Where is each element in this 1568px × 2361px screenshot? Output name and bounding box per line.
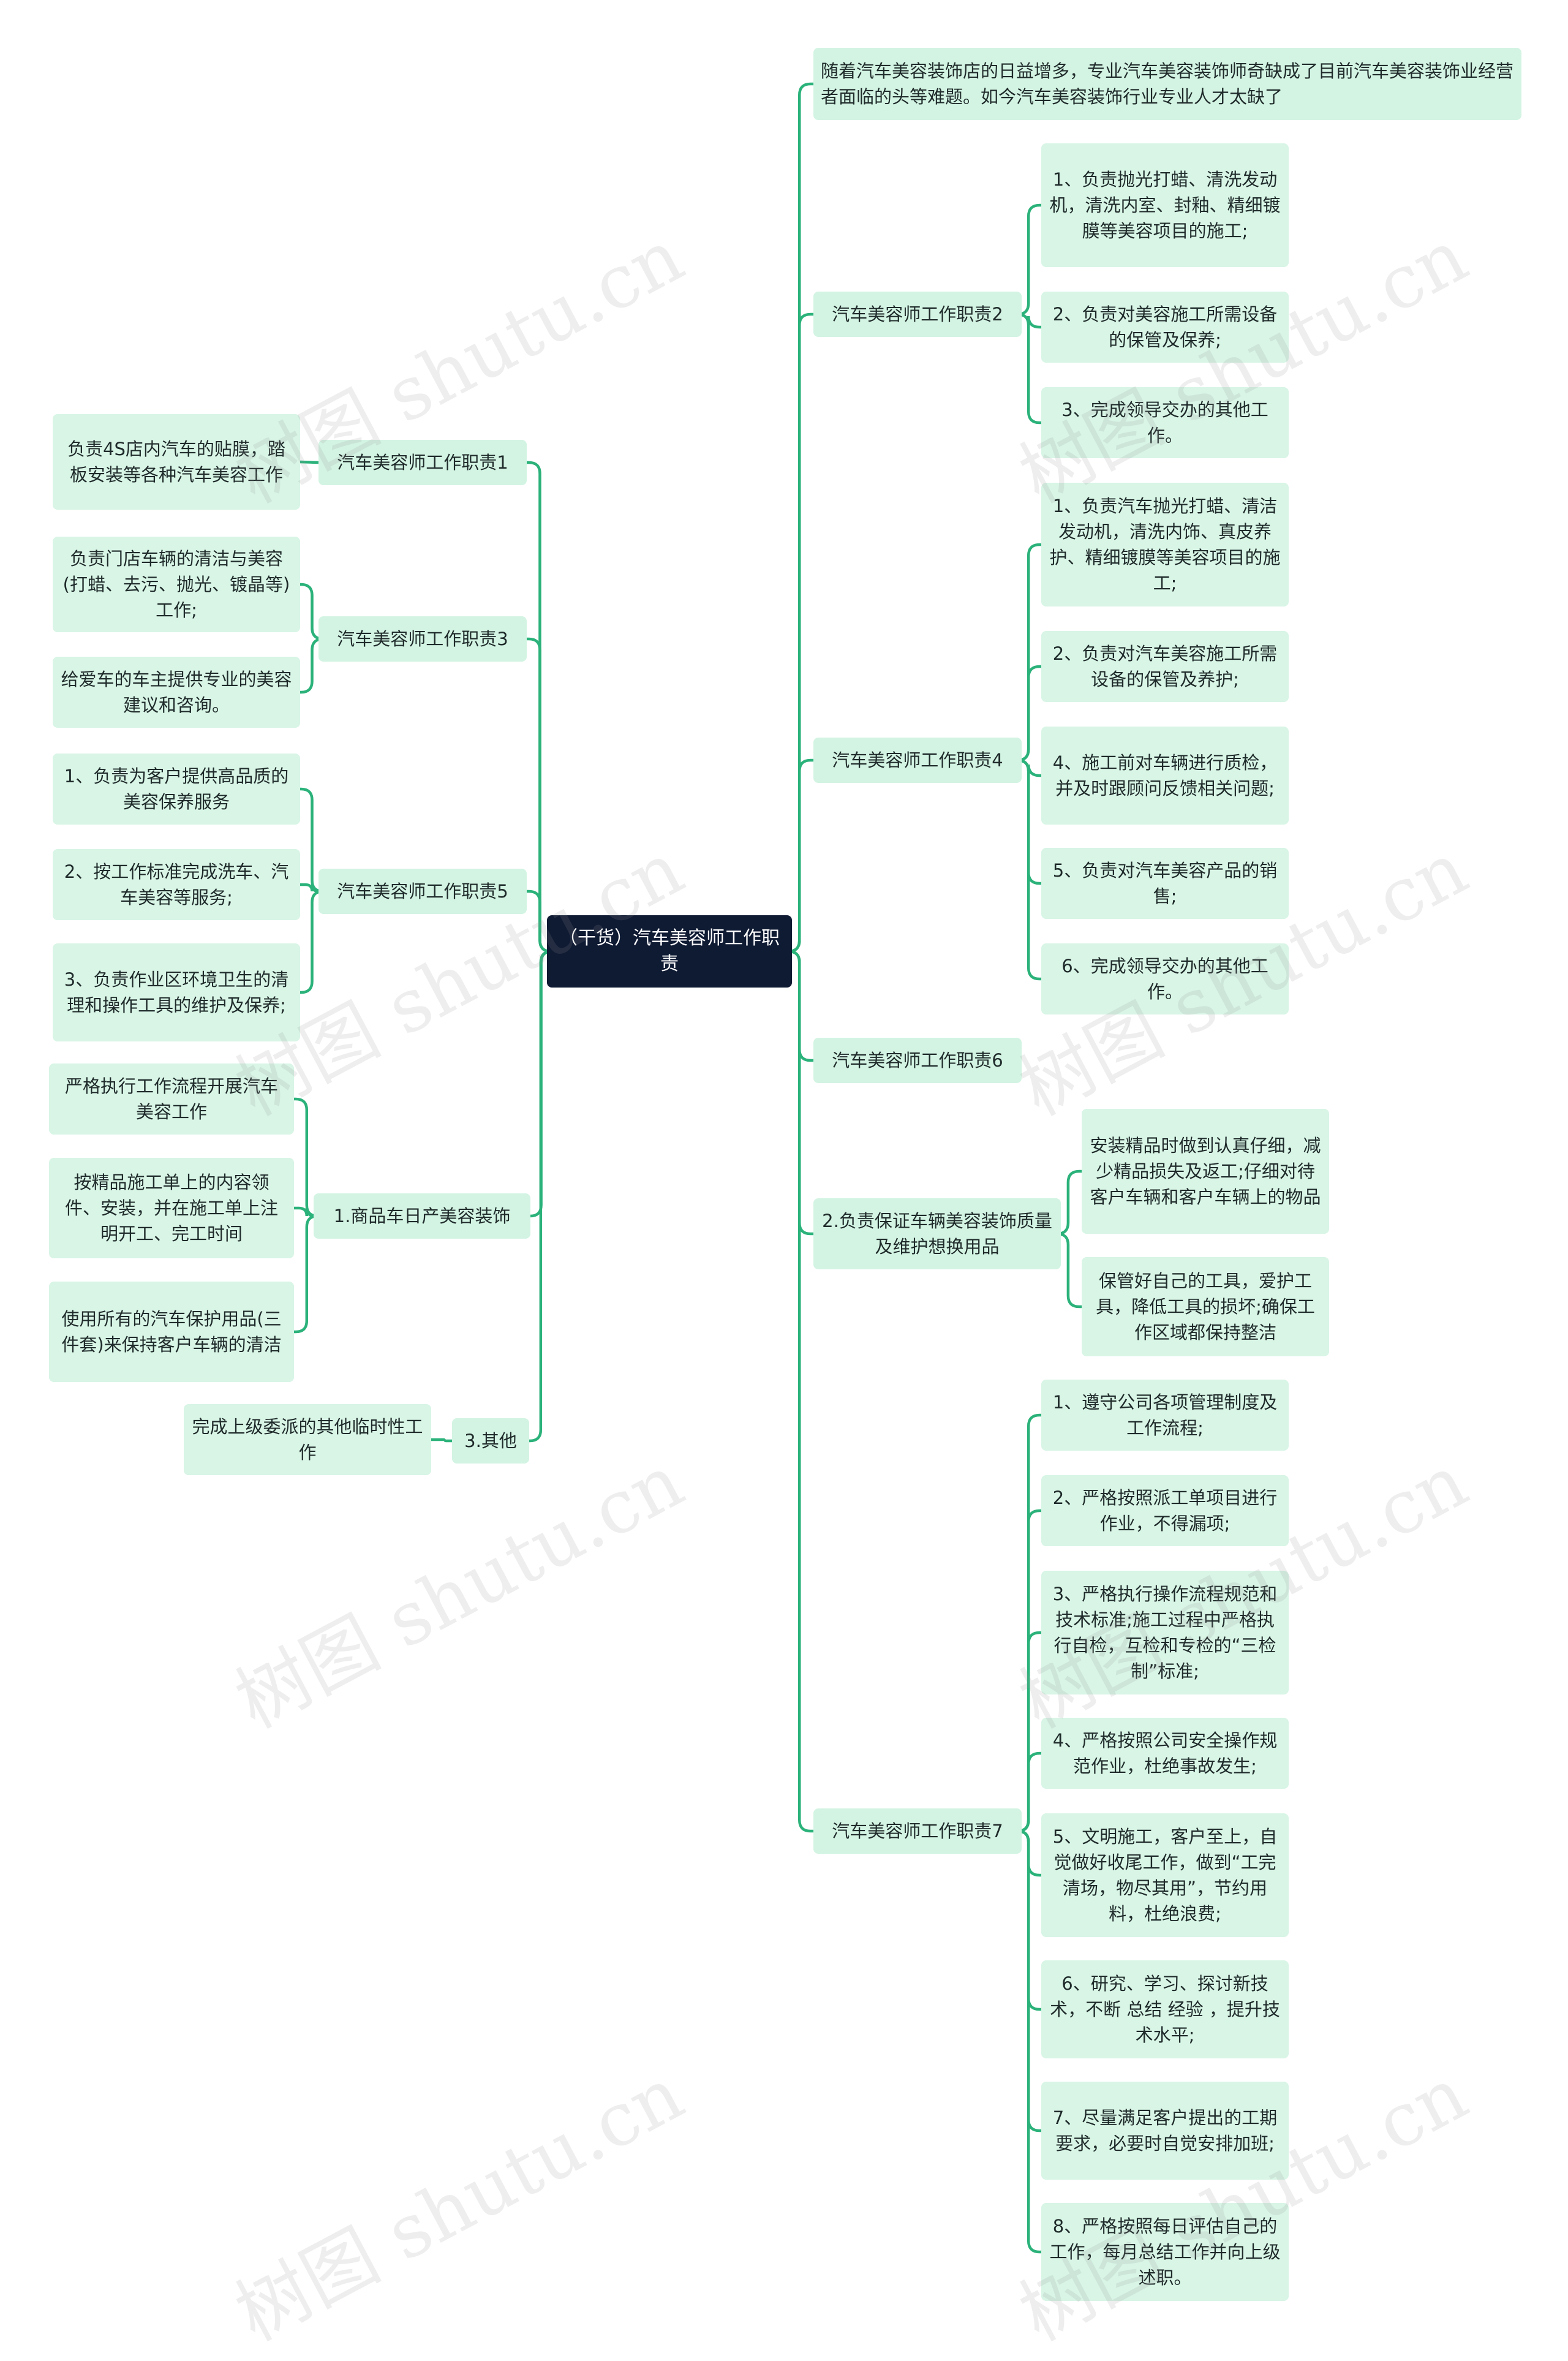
right-branch-duty-6[interactable]: 汽车美容师工作职责6: [813, 1038, 1022, 1083]
right-leaf[interactable]: 安装精品时做到认真仔细，减少精品损失及返工;仔细对待客户车辆和客户车辆上的物品: [1082, 1109, 1329, 1234]
right-leaf[interactable]: 6、研究、学习、探讨新技术，不断 总结 经验 ，提升技术水平;: [1041, 1960, 1289, 2058]
right-leaf[interactable]: 5、负责对汽车美容产品的销售;: [1041, 848, 1289, 919]
left-leaf[interactable]: 使用所有的汽车保护用品(三件套)来保持客户车辆的清洁: [49, 1282, 294, 1382]
left-leaf[interactable]: 2、按工作标准完成洗车、汽车美容等服务;: [53, 849, 300, 920]
left-leaf[interactable]: 给爱车的车主提供专业的美容建议和咨询。: [53, 657, 300, 728]
connector-line: [431, 1438, 452, 1443]
connector-line: [1057, 1232, 1082, 1309]
connector-line: [294, 1214, 318, 1334]
connector-line: [788, 82, 813, 953]
right-leaf[interactable]: 4、严格按照公司安全操作规范作业，杜绝事故发生;: [1041, 1718, 1289, 1789]
root-node[interactable]: （干货）汽车美容师工作职责: [547, 915, 792, 988]
left-branch-duty-1[interactable]: 汽车美容师工作职责1: [318, 440, 527, 485]
right-leaf[interactable]: 4、施工前对车辆进行质检，并及时跟顾问反馈相关问题;: [1041, 727, 1289, 825]
right-leaf[interactable]: 5、文明施工，客户至上，自觉做好收尾工作，做到“工完清场，物尽其用”，节约用料，…: [1041, 1813, 1289, 1937]
left-leaf[interactable]: 负责门店车辆的清洁与美容(打蜡、去污、抛光、镀晶等)工作;: [53, 537, 300, 632]
connector-line: [1017, 1829, 1041, 2254]
intro-node[interactable]: 随着汽车美容装饰店的日益增多，专业汽车美容装饰师奇缺成了目前汽车美容装饰业经营者…: [813, 48, 1521, 120]
right-leaf[interactable]: 2、严格按照派工单项目进行作业，不得漏项;: [1041, 1475, 1289, 1546]
right-leaf[interactable]: 保管好自己的工具，爱护工具，降低工具的损坏;确保工作区域都保持整洁: [1082, 1257, 1329, 1356]
right-leaf[interactable]: 6、完成领导交办的其他工作。: [1041, 943, 1289, 1014]
right-branch-duty-2[interactable]: 汽车美容师工作职责2: [813, 292, 1022, 337]
connector-line: [788, 950, 813, 1833]
right-leaf[interactable]: 1、负责抛光打蜡、清洗发动机，清洗内室、封釉、精细镀膜等美容项目的施工;: [1041, 143, 1289, 267]
connector-line: [529, 950, 552, 1443]
connector-line: [1017, 758, 1041, 981]
right-leaf[interactable]: 1、负责汽车抛光打蜡、清洁发动机，清洗内饰、真皮养护、精细镀膜等美容项目的施工;: [1041, 483, 1289, 606]
connector-line: [788, 950, 813, 1062]
right-leaf[interactable]: 3、完成领导交办的其他工作。: [1041, 387, 1289, 458]
left-leaf[interactable]: 严格执行工作流程开展汽车美容工作: [49, 1063, 294, 1135]
right-leaf[interactable]: 3、严格执行操作流程规范和技术标准;施工过程中严格执行自检，互检和专检的“三检制…: [1041, 1571, 1289, 1694]
right-branch-duty-4[interactable]: 汽车美容师工作职责4: [813, 738, 1022, 783]
connector-line: [1017, 312, 1041, 425]
right-leaf[interactable]: 1、遵守公司各项管理制度及工作流程;: [1041, 1380, 1289, 1451]
connector-line: [294, 1206, 315, 1218]
connector-line: [300, 883, 319, 893]
left-branch-duty-5[interactable]: 汽车美容师工作职责5: [318, 869, 527, 914]
right-leaf[interactable]: 2、负责对汽车美容施工所需设备的保管及养护;: [1041, 631, 1289, 702]
right-leaf[interactable]: 7、尽量满足客户提出的工期要求，必要时自觉安排加班;: [1041, 2082, 1289, 2180]
left-branch-duty-3[interactable]: 汽车美容师工作职责3: [318, 616, 527, 662]
right-branch-duty-7[interactable]: 汽车美容师工作职责7: [813, 1808, 1022, 1854]
connector-line: [300, 460, 319, 464]
connector-line: [788, 950, 813, 1236]
left-leaf[interactable]: 负责4S店内汽车的贴膜，踏板安装等各种汽车美容工作: [53, 414, 300, 510]
right-branch-quality[interactable]: 2.负责保证车辆美容装饰质量及维护想换用品: [813, 1198, 1061, 1269]
connector-line: [788, 758, 813, 953]
right-leaf[interactable]: 2、负责对美容施工所需设备的保管及保养;: [1041, 292, 1289, 363]
left-leaf[interactable]: 按精品施工单上的内容领件、安装，并在施工单上注明开工、完工时间: [49, 1158, 294, 1258]
left-leaf[interactable]: 1、负责为客户提供高品质的美容保养服务: [53, 754, 300, 825]
connector-line: [788, 312, 813, 953]
left-leaf[interactable]: 完成上级委派的其他临时性工作: [184, 1404, 431, 1475]
right-leaf[interactable]: 8、严格按照每日评估自己的工作，每月总结工作并向上级述职。: [1041, 2203, 1289, 2301]
left-leaf[interactable]: 3、负责作业区环境卫生的清理和操作工具的维护及保养;: [53, 943, 300, 1041]
left-branch-other[interactable]: 3.其他: [452, 1418, 529, 1464]
left-branch-daily-decoration[interactable]: 1.商品车日产美容装饰: [314, 1193, 530, 1239]
